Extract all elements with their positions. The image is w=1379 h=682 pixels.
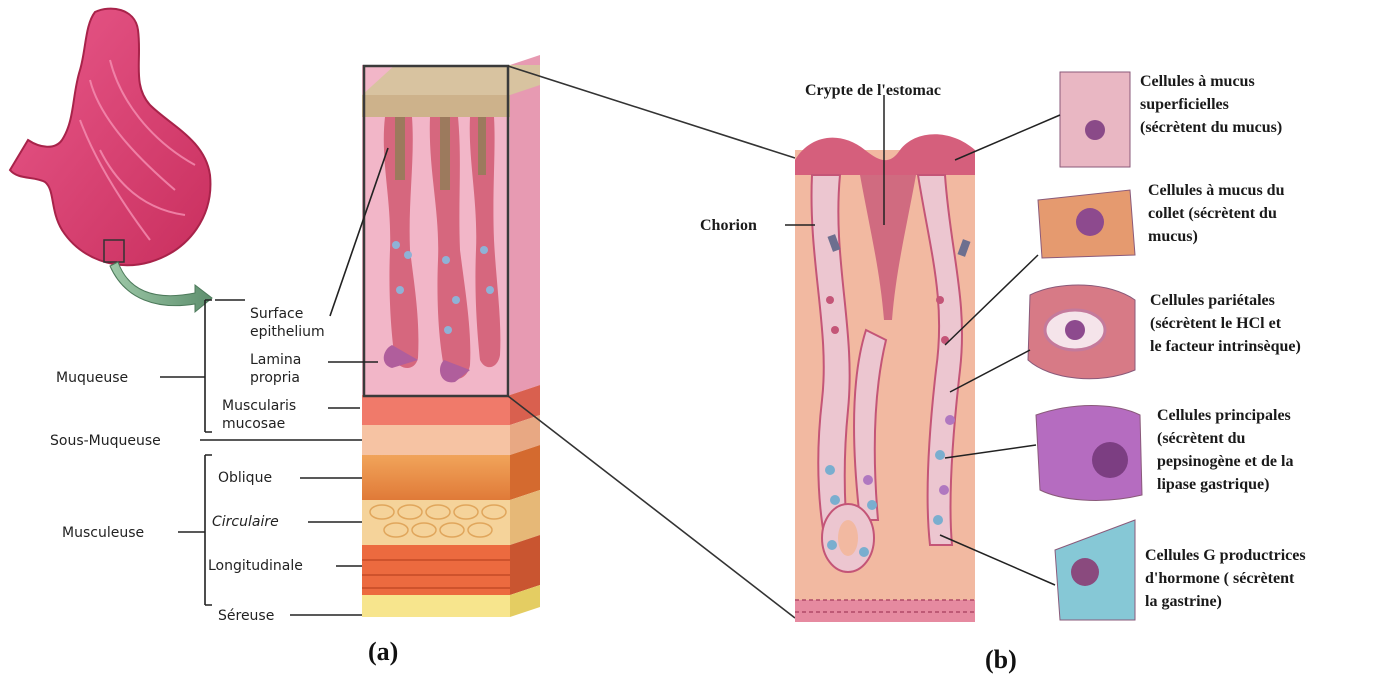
cell-label-2-line-0: Cellules pariétales: [1150, 292, 1275, 309]
label-longitudinale: Longitudinale: [208, 558, 303, 574]
panel-b: Crypte de l'estomac Chorion Cellules à m…: [700, 72, 1306, 674]
cell-label-2-line-1: (sécrètent le HCl et: [1150, 315, 1282, 332]
label-circulaire: Circulaire: [212, 514, 279, 530]
muscularis-mucosae-layer: [362, 395, 510, 425]
stomach-illustration: [10, 9, 212, 312]
submucosa-layer: [362, 425, 510, 455]
label-sereuse: Séreuse: [218, 608, 274, 624]
tissue-block: [362, 55, 540, 617]
serosa-layer: [362, 595, 510, 617]
panel-a-caption: (a): [368, 637, 398, 666]
cell-label-4-line-2: la gastrine): [1145, 593, 1222, 610]
label-musculeuse: Musculeuse: [62, 525, 144, 541]
zoom-connectors: [508, 66, 795, 618]
oblique-layer: [362, 455, 510, 500]
label-lamina-propria-1: Lamina: [250, 352, 301, 368]
label-surface-epithelium-2: epithelium: [250, 324, 325, 340]
cell-label-2-line-2: le facteur intrinsèque): [1150, 338, 1301, 355]
label-crypte: Crypte de l'estomac: [805, 82, 941, 99]
cell-label-3-line-1: (sécrètent du: [1157, 430, 1246, 447]
mucus-surface-cell-image: [1060, 72, 1130, 167]
label-lamina-propria-2: propria: [250, 370, 300, 386]
cell-label-3-line-0: Cellules principales: [1157, 407, 1291, 424]
cell-label-4-line-1: d'hormone ( sécrètent: [1145, 570, 1295, 587]
cell-labels: Cellules à mucus superficielles (sécrètent…: [1140, 73, 1306, 610]
label-muscularis-mucosae-1: Muscularis: [222, 398, 296, 414]
label-muqueuse: Muqueuse: [56, 370, 128, 386]
label-oblique: Oblique: [218, 470, 272, 486]
panel-a: Surface epithelium Lamina propria Muscul…: [10, 9, 540, 666]
cell-label-3-line-2: pepsinogène et de la: [1157, 453, 1293, 470]
cell-label-0-line-1: superficielles: [1140, 96, 1229, 113]
cell-label-1-line-0: Cellules à mucus du: [1148, 182, 1285, 199]
cell-label-4-line-0: Cellules G productrices: [1145, 547, 1306, 564]
label-surface-epithelium-1: Surface: [250, 306, 303, 322]
label-sous-muqueuse: Sous-Muqueuse: [50, 433, 161, 449]
label-chorion: Chorion: [700, 217, 757, 234]
label-muscularis-mucosae-2: mucosae: [222, 416, 285, 432]
cell-label-0-line-0: Cellules à mucus: [1140, 73, 1255, 90]
cell-label-1-line-1: collet (sécrètent du: [1148, 205, 1277, 222]
cell-label-0-line-2: (sécrètent du mucus): [1140, 119, 1282, 136]
cell-label-3-line-3: lipase gastrique): [1157, 476, 1269, 493]
cell-illustrations: [1028, 72, 1142, 620]
gastric-glands: [384, 117, 501, 382]
gastric-pit-section: [795, 134, 975, 622]
arrow-icon: [110, 262, 212, 312]
panel-b-caption: (b): [985, 645, 1017, 674]
cell-label-1-line-2: mucus): [1148, 228, 1198, 245]
